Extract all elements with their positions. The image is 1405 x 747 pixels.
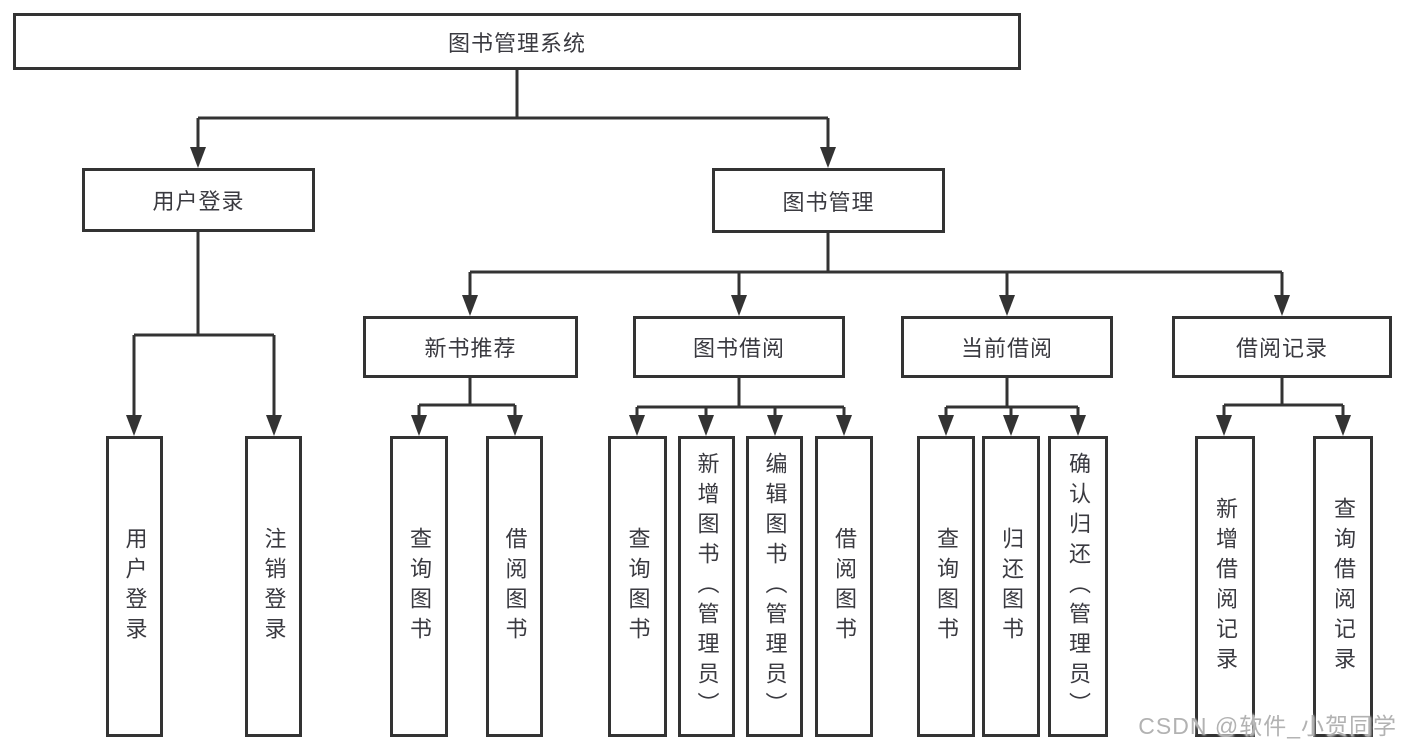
node-new-book-recommend: 新书推荐 — [363, 316, 578, 378]
connector-user-login-branch — [132, 232, 276, 418]
leaf-query-books-borrow: 查询图书 — [608, 436, 667, 737]
book-management-label: 图书管理 — [782, 189, 875, 215]
node-book-borrow: 图书借阅 — [633, 316, 845, 378]
leaf-return-books: 归还图书 — [982, 436, 1040, 737]
connector-book-mgmt-to-level3 — [468, 232, 1284, 298]
leaf-query-books-rec: 查询图书 — [390, 436, 448, 737]
leaf-edit-books-admin: 编辑图书（管理员） — [746, 436, 803, 737]
user-login-label: 用户登录 — [152, 189, 245, 214]
node-current-borrow: 当前借阅 — [901, 316, 1113, 378]
root-label: 图书管理系统 — [447, 30, 586, 56]
csdn-watermark: CSDN @软件_小贺同学 — [1138, 713, 1397, 739]
leaf-query-books-current: 查询图书 — [917, 436, 975, 737]
leaf-add-books-admin: 新增图书（管理员） — [678, 436, 735, 737]
arrowheads — [126, 147, 1351, 436]
leaf-borrow-books-rec: 借阅图书 — [486, 436, 543, 737]
node-library-system-root: 图书管理系统 — [13, 13, 1021, 70]
connector-new-book-branch — [417, 378, 517, 419]
leaf-query-borrow-record: 查询借阅记录 — [1313, 436, 1373, 737]
connector-borrow-records-branch — [1222, 378, 1345, 419]
node-borrow-records: 借阅记录 — [1172, 316, 1392, 378]
book-borrow-label: 图书借阅 — [692, 336, 785, 361]
connector-root-to-level2 — [196, 70, 830, 150]
leaf-borrow-books: 借阅图书 — [815, 436, 873, 737]
node-book-management: 图书管理 — [712, 168, 945, 233]
leaf-confirm-return-admin: 确认归还（管理员） — [1048, 436, 1108, 737]
leaf-user-login: 用户登录 — [106, 436, 163, 737]
leaf-add-borrow-record: 新增借阅记录 — [1195, 436, 1255, 737]
connector-current-borrow-branch — [944, 378, 1080, 419]
borrow-records-label: 借阅记录 — [1235, 336, 1328, 361]
leaf-logout: 注销登录 — [245, 436, 302, 737]
new-book-recommend-label: 新书推荐 — [424, 336, 517, 361]
current-borrow-label: 当前借阅 — [960, 336, 1053, 361]
node-user-login: 用户登录 — [82, 168, 315, 232]
connector-book-borrow-branch — [635, 378, 846, 419]
